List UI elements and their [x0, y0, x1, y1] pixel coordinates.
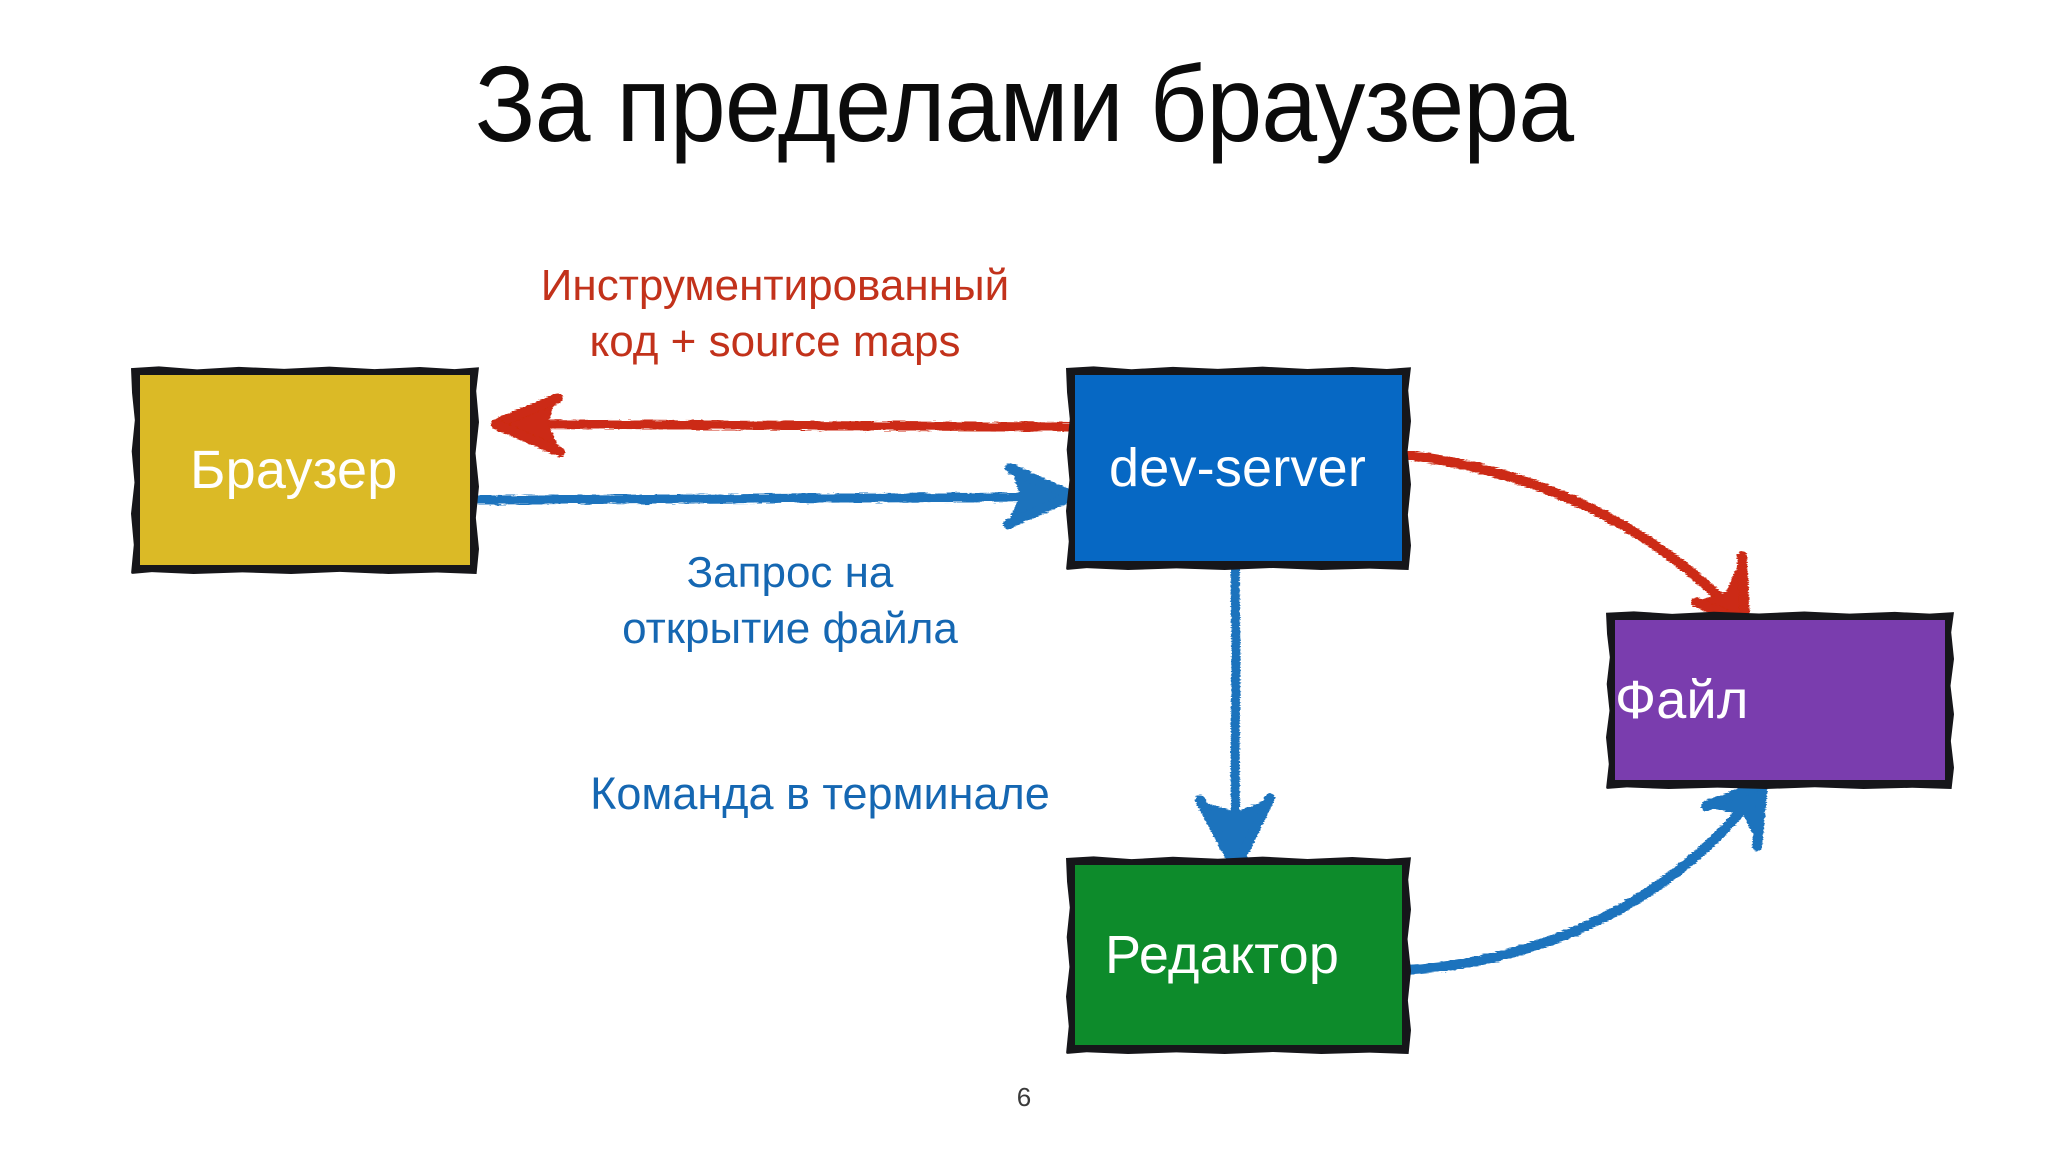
arrow-devserver-to-browser [491, 393, 1077, 457]
page-number: 6 [1016, 1082, 1032, 1112]
edge-label-open-file-request: Запрос на открытие файла [622, 548, 958, 654]
arrow-editor-to-file [1401, 779, 1768, 975]
arrow-devserver-to-file [1401, 450, 1750, 627]
node-dev-server[interactable]: dev-server [1075, 375, 1402, 561]
node-file[interactable]: Файл [1615, 620, 1945, 780]
arrow-browser-to-devserver [475, 463, 1077, 529]
node-file-label: Файл [1615, 670, 1749, 730]
node-editor-label: Редактор [1105, 925, 1340, 985]
edge-label-instrumented-code: Инструментированный код + source maps [540, 261, 1010, 367]
node-editor[interactable]: Редактор [1075, 865, 1402, 1045]
node-browser[interactable]: Браузер [140, 375, 470, 565]
arrow-devserver-to-editor [1195, 559, 1275, 873]
page-title: За пределами браузера [474, 43, 1574, 164]
node-dev-server-label: dev-server [1109, 438, 1367, 498]
edge-label-terminal-command: Команда в терминале [590, 768, 1050, 819]
node-browser-label: Браузер [190, 440, 398, 500]
